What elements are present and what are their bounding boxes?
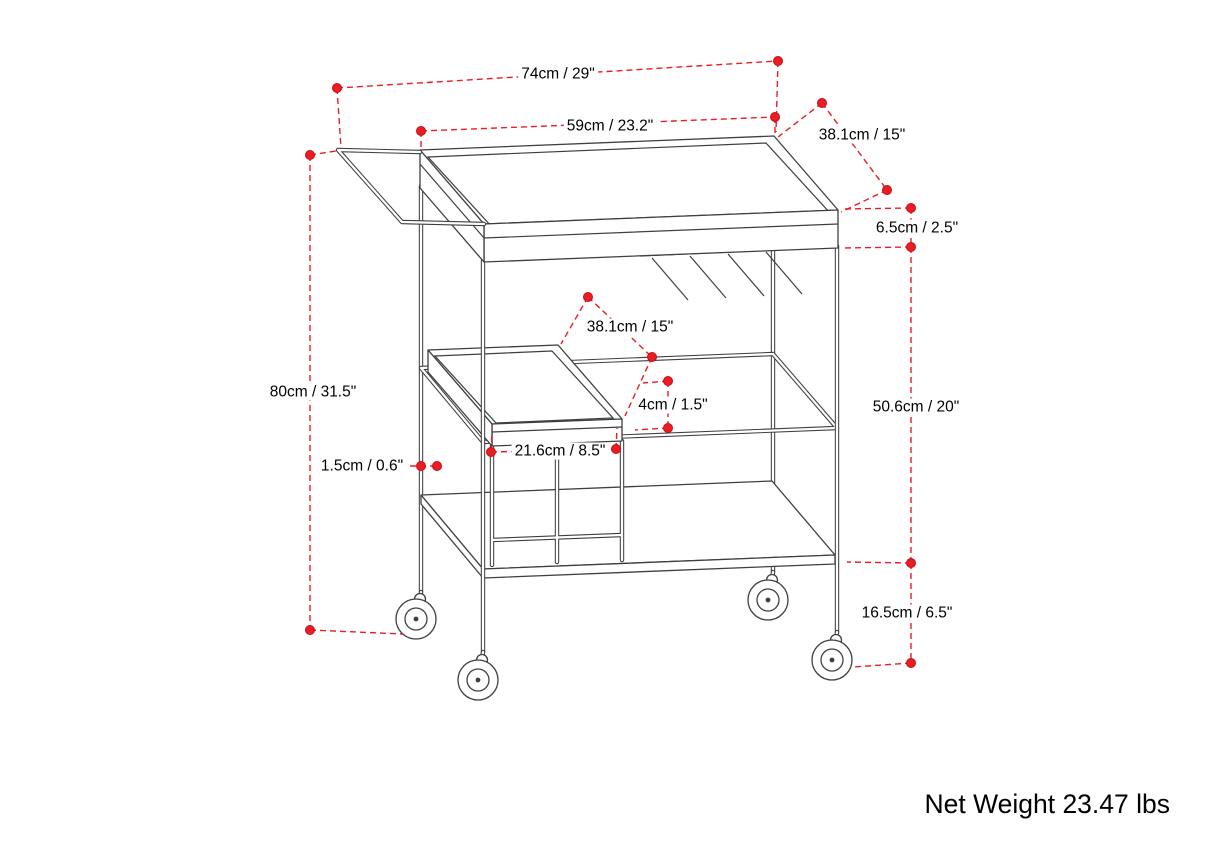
middle-tray (427, 344, 623, 447)
dimension-label-top-shelf-depth: 38.1cm / 15" (815, 126, 909, 144)
casters (395, 569, 853, 701)
handle (335, 147, 487, 227)
net-weight-label: Net Weight 23.47 lbs (924, 789, 1170, 819)
dimension-label-middle-tray-depth: 38.1cm / 15" (583, 318, 677, 336)
glass-rack (639, 248, 803, 301)
dimension-label-middle-tray-width: 21.6cm / 8.5" (511, 442, 609, 460)
dimension-dots (305, 56, 916, 668)
frame-front-legs (480, 243, 840, 655)
dimension-label-top-tray-height: 6.5cm / 2.5" (872, 219, 962, 237)
top-tray (419, 135, 839, 263)
dimension-label-caster-height: 16.5cm / 6.5" (858, 604, 956, 622)
dimension-label-overall-height: 80cm / 31.5" (266, 383, 360, 401)
dimension-label-shelf-clearance: 50.6cm / 20" (869, 398, 963, 416)
caster-back-right (747, 573, 789, 621)
dimension-label-frame-tube: 1.5cm / 0.6" (317, 457, 407, 475)
dimension-label-top-shelf-width: 59cm / 23.2" (563, 117, 657, 135)
mid-rails (418, 351, 840, 445)
caster-front-right (811, 633, 853, 681)
dimension-label-overall-width: 74cm / 29" (518, 65, 598, 83)
caster-front-left (457, 653, 499, 701)
under-tray-frame (489, 438, 625, 568)
dimension-label-middle-tray-lip: 4cm / 1.5" (635, 396, 711, 414)
caster-back-left (395, 592, 437, 640)
